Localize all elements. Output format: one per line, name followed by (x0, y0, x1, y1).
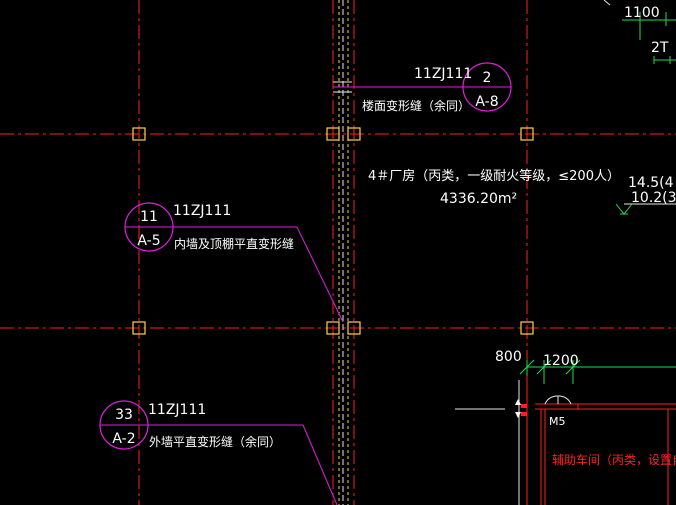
column-marker (520, 321, 534, 335)
callout-a2: 11ZJ111 33 A-2 外墙平直变形缝（余同） (99, 400, 338, 505)
callout-number: 11 (140, 209, 158, 225)
column-marker (132, 321, 146, 335)
dimension-1200: 1200 (543, 353, 579, 369)
callout-sheet: A-8 (475, 94, 498, 110)
callout-ref: 11ZJ111 (414, 66, 472, 82)
column-marker (347, 127, 361, 141)
elevation-2: 10.2(3 (631, 190, 676, 206)
column-markers (132, 127, 534, 335)
callout-a8: 11ZJ111 2 A-8 楼面变形缝（余同） (333, 62, 512, 113)
dimension-1100: 1100 (624, 5, 660, 21)
building-name: 4＃厂房（丙类，一级耐火等级，≤200人） (368, 168, 620, 184)
callout-note: 内墙及顶棚平直变形缝 (174, 236, 294, 251)
callout-note: 楼面变形缝（余同） (362, 98, 470, 113)
callout-sheet: A-5 (137, 233, 160, 249)
callout-a5: 11ZJ111 11 A-5 内墙及顶棚平直变形缝 (124, 202, 344, 323)
column-marker (132, 127, 146, 141)
label-2t: 2T (651, 40, 669, 56)
top-right-details: 1100 2T (603, 0, 676, 64)
column-marker (347, 321, 361, 335)
callout-note: 外墙平直变形缝（余同） (149, 434, 281, 449)
dimension-800: 800 (495, 349, 522, 365)
column-marker (326, 321, 340, 335)
room-outline: 800 1200 M5 (455, 349, 676, 505)
building-area: 4336.20m² (440, 191, 517, 207)
callout-number: 2 (483, 70, 492, 86)
room-label: 辅助车间（丙类，设置自 (552, 452, 676, 467)
callout-number: 33 (115, 407, 133, 423)
elevation-1: 14.5(4 (628, 175, 674, 191)
expansion-joint (338, 0, 349, 505)
column-marker (326, 127, 340, 141)
door-swing (557, 395, 572, 405)
door-swing (544, 395, 559, 405)
column-marker (520, 127, 534, 141)
callout-sheet: A-2 (112, 431, 135, 447)
callout-ref: 11ZJ111 (148, 402, 206, 418)
elevation-marks: 14.5(4 10.2(3 (615, 175, 676, 215)
callout-ref: 11ZJ111 (173, 203, 231, 219)
door-label: M5 (549, 415, 566, 428)
